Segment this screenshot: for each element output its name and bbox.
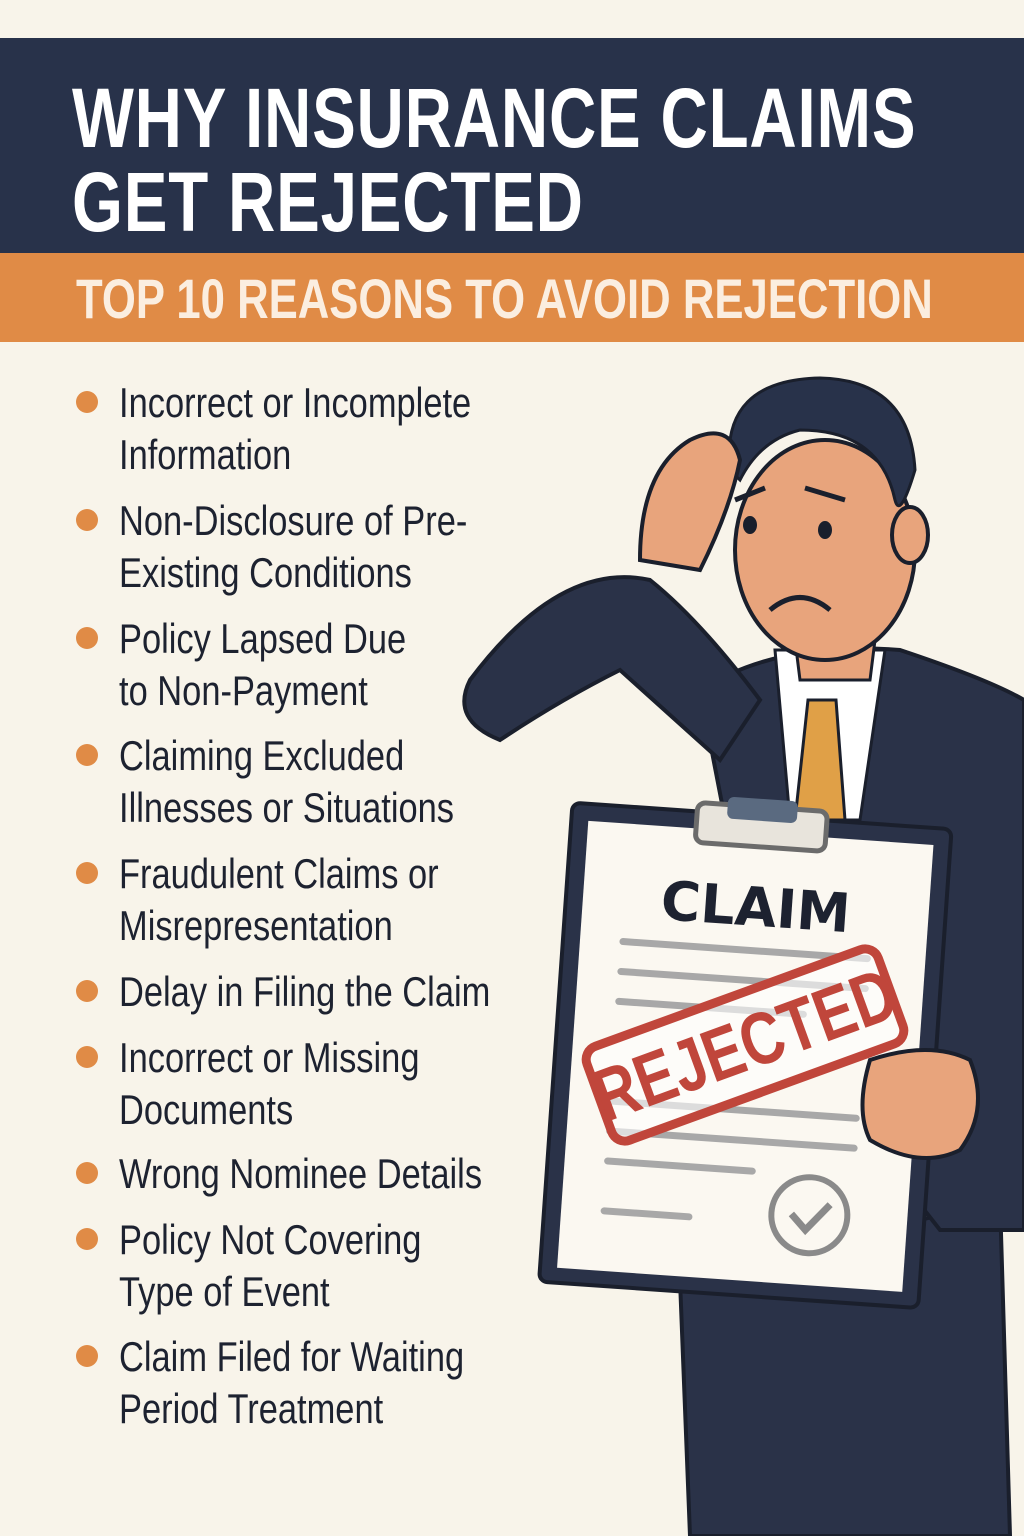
reason-text: Claim Filed for Waiting Period Treatment xyxy=(119,1333,465,1432)
bullet-icon xyxy=(76,509,98,531)
reason-text: Incorrect or Missing Documents xyxy=(119,1034,420,1133)
hair xyxy=(727,376,917,508)
clipboard-title: CLAIM xyxy=(659,869,853,945)
reason-text: Fraudulent Claims or Misrepresentation xyxy=(119,850,439,949)
title-line-2: GET REJECTED xyxy=(72,155,584,249)
title-banner: WHY INSURANCE CLAIMS GET REJECTED xyxy=(0,38,1024,253)
bullet-icon xyxy=(76,627,98,649)
reason-text: Claiming Excluded Illnesses or Situation… xyxy=(119,732,455,831)
hand-holding-clipboard xyxy=(860,1048,980,1160)
reason-text: Delay in Filing the Claim xyxy=(119,968,491,1015)
subtitle: TOP 10 REASONS TO AVOID REJECTION xyxy=(76,267,933,330)
raised-arm xyxy=(462,575,763,764)
eye xyxy=(743,516,757,534)
bullet-icon xyxy=(76,1228,98,1250)
bullet-icon xyxy=(76,744,98,766)
ear xyxy=(890,505,930,565)
title-line-1: WHY INSURANCE CLAIMS xyxy=(72,71,917,165)
reason-text: Policy Not Covering Type of Event xyxy=(119,1216,422,1315)
check-mark-icon xyxy=(788,1202,833,1236)
bullet-icon xyxy=(76,980,98,1002)
worried-man-illustration: CLAIM REJECTED xyxy=(462,376,1024,1536)
reason-text: Policy Lapsed Due to Non-Payment xyxy=(119,615,407,714)
hand-on-head xyxy=(637,431,743,573)
subtitle-banner: TOP 10 REASONS TO AVOID REJECTION xyxy=(0,253,1024,342)
bullet-icon xyxy=(76,1046,98,1068)
eyebrows xyxy=(734,485,846,503)
bullet-icon xyxy=(76,862,98,884)
reason-text: Non-Disclosure of Pre- Existing Conditio… xyxy=(119,497,468,596)
eye xyxy=(818,521,832,539)
bullet-icon xyxy=(76,391,98,413)
frown xyxy=(768,595,832,612)
bullet-icon xyxy=(76,1345,98,1367)
bullet-icon xyxy=(76,1162,98,1184)
reason-text: Wrong Nominee Details xyxy=(119,1150,483,1197)
check-circle-icon xyxy=(768,1174,851,1257)
reason-text: Incorrect or Incomplete Information xyxy=(119,379,472,478)
